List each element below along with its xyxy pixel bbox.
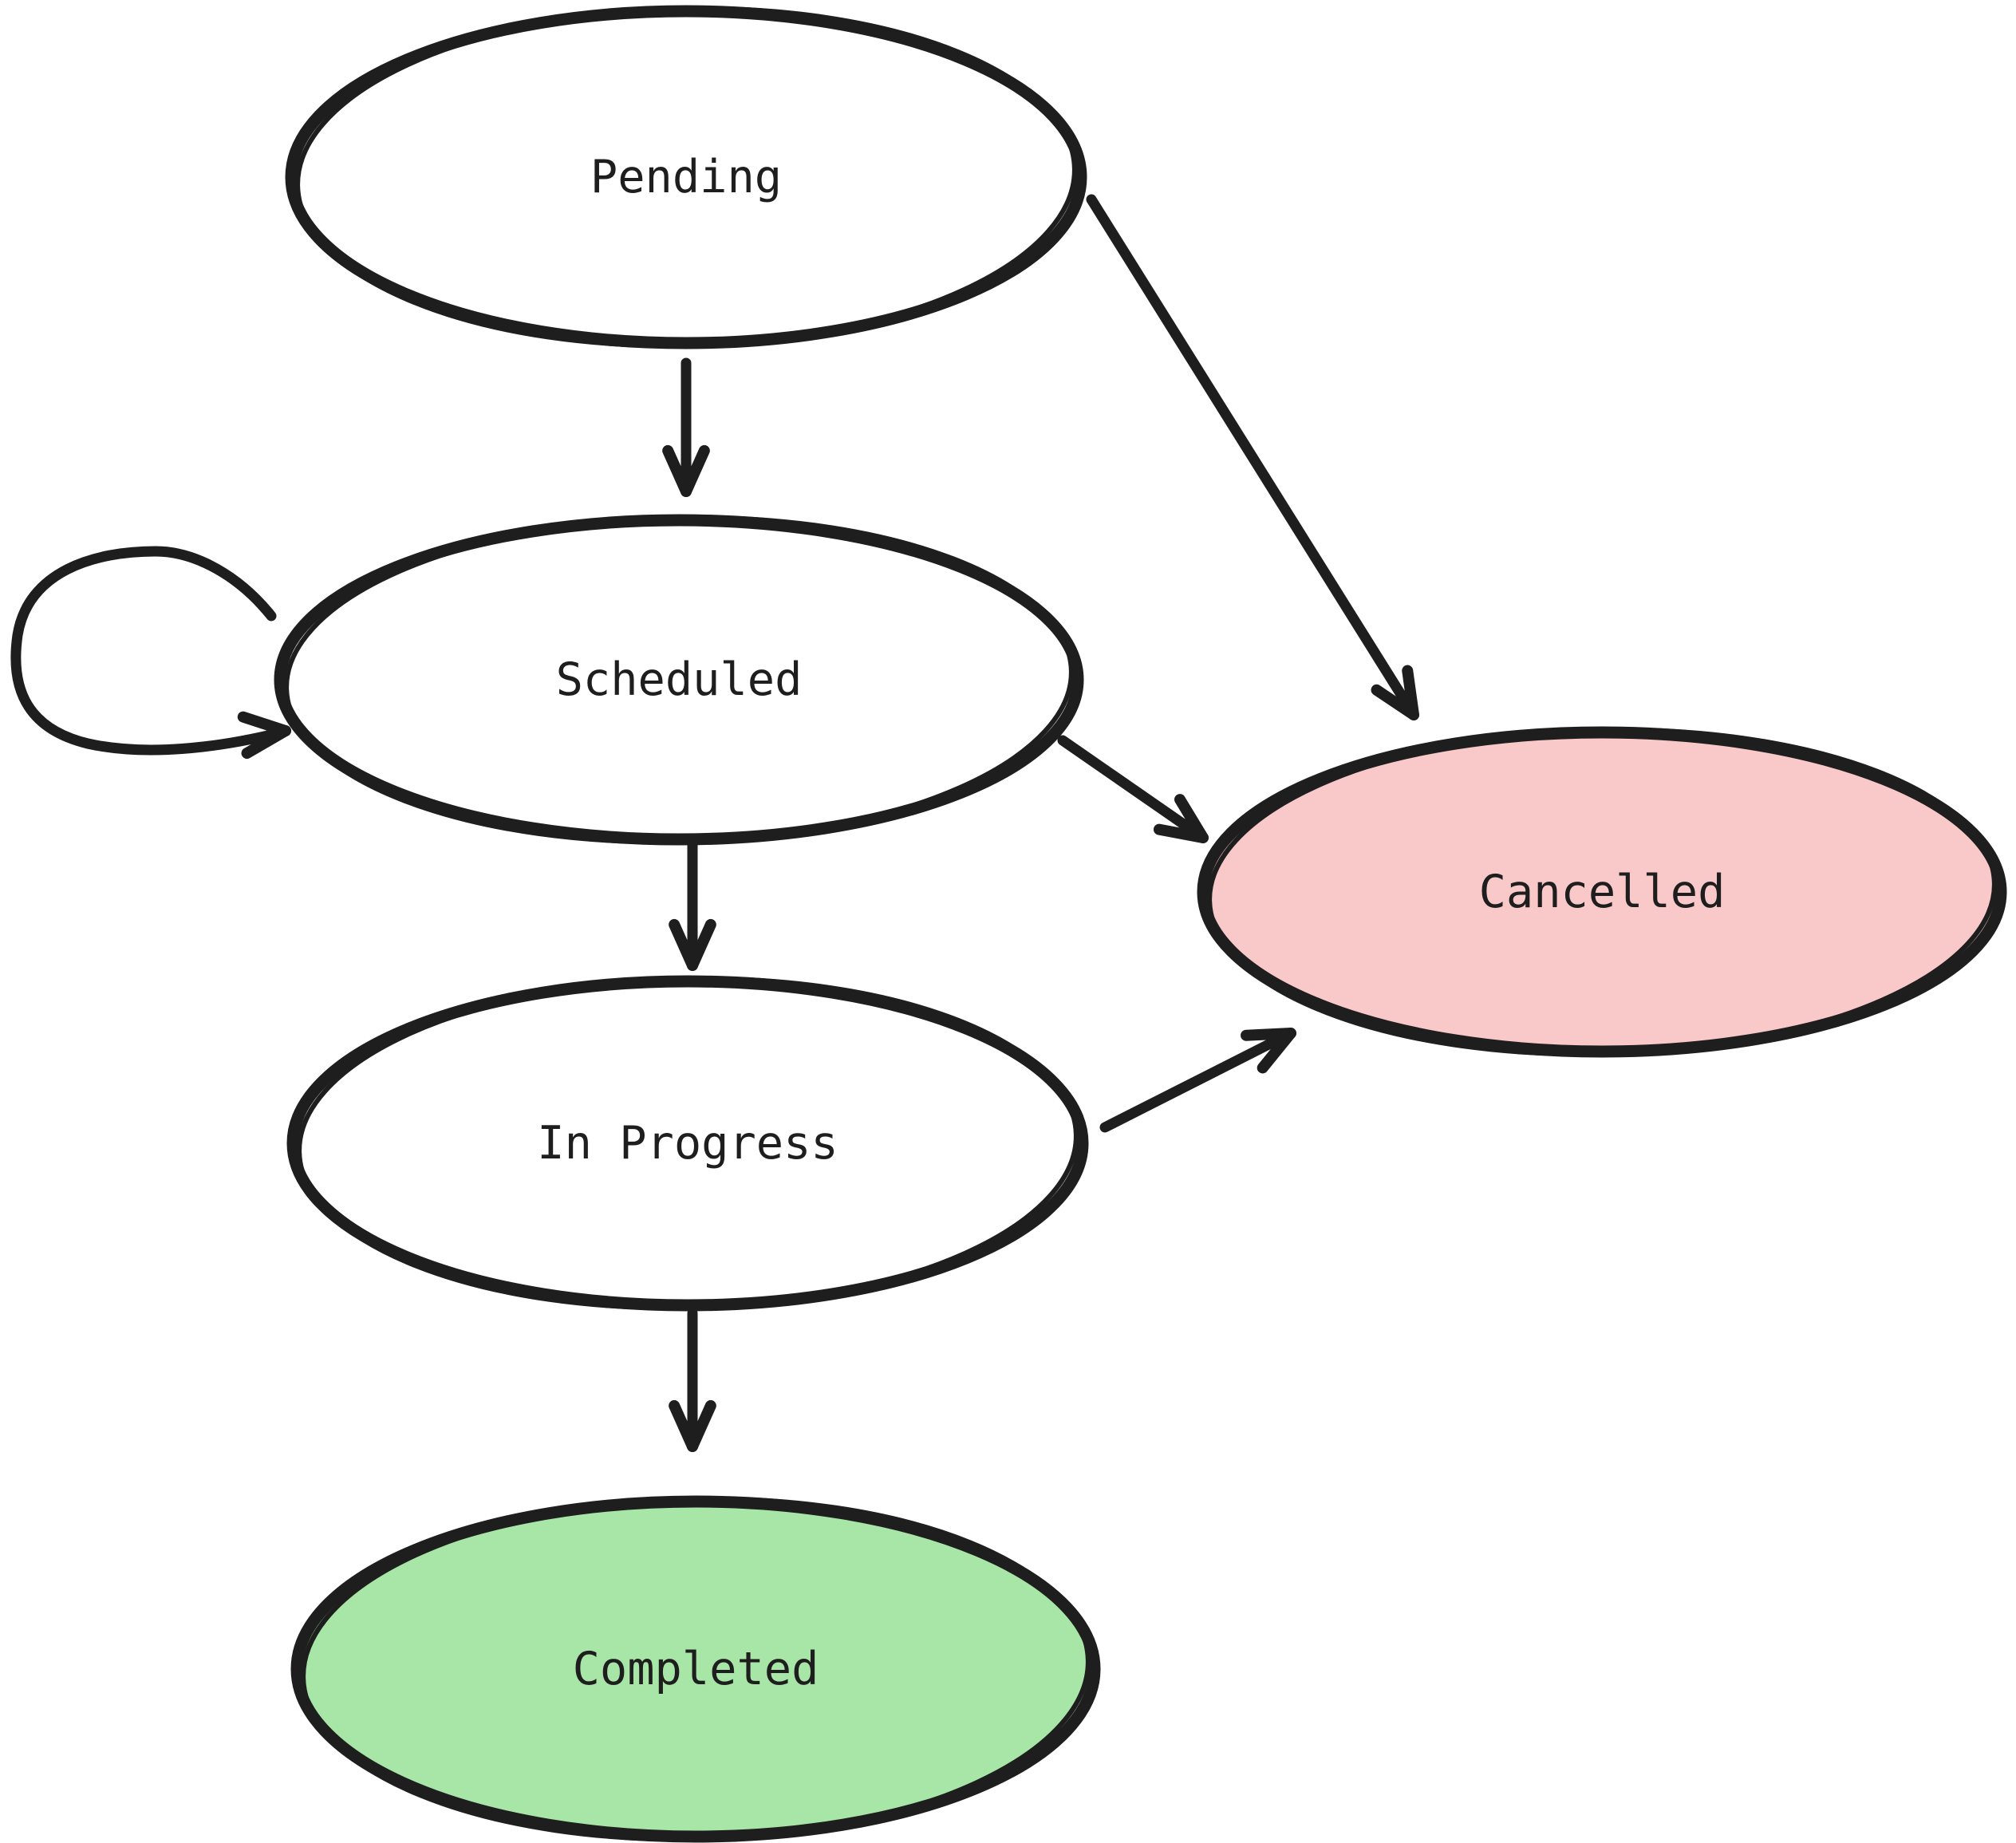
edge-pending-to-cancelled <box>1086 194 1419 720</box>
edge-in-progress-to-cancelled <box>1099 1028 1296 1133</box>
node-completed-label: Completed <box>573 1643 819 1695</box>
node-cancelled-label: Cancelled <box>1479 866 1726 918</box>
node-scheduled: Scheduled <box>274 514 1084 846</box>
edge-pending-to-scheduled-arrowhead <box>662 444 692 497</box>
node-cancelled-shape <box>1197 726 2007 1058</box>
node-in-progress-shape <box>286 975 1089 1312</box>
edge-scheduled-to-cancelled-arrowhead <box>1153 823 1209 843</box>
edge-in-progress-to-completed-arrowhead <box>669 1399 698 1452</box>
node-in-progress-label: In Progress <box>537 1117 838 1170</box>
edge-scheduled-to-in-progress <box>669 839 716 971</box>
node-completed-shape <box>290 1495 1101 1843</box>
edge-scheduled-self-loop-line <box>10 546 286 756</box>
edge-in-progress-to-cancelled-arrowhead <box>1257 1028 1296 1074</box>
node-pending: Pending <box>285 5 1087 349</box>
edge-in-progress-to-cancelled-line <box>1099 1028 1296 1133</box>
node-in-progress-shape-sketch <box>297 976 1079 1311</box>
edge-pending-to-cancelled-arrowhead <box>1371 684 1419 720</box>
node-completed-shape-sketch <box>301 1496 1091 1842</box>
edge-scheduled-to-cancelled <box>1057 735 1209 843</box>
node-cancelled-shape-sketch <box>1207 727 1997 1057</box>
node-pending-shape <box>285 5 1087 349</box>
node-scheduled-shape-sketch <box>284 515 1074 845</box>
edge-pending-to-cancelled-line <box>1086 194 1419 720</box>
edge-scheduled-self-loop-arrowhead <box>241 725 291 760</box>
node-cancelled: Cancelled <box>1197 726 2007 1058</box>
node-scheduled-label: Scheduled <box>556 653 803 706</box>
edge-in-progress-to-completed <box>669 1308 716 1452</box>
node-pending-label: Pending <box>590 151 782 203</box>
edge-scheduled-self-loop <box>10 546 291 760</box>
node-completed: Completed <box>290 1495 1101 1843</box>
edge-scheduled-to-in-progress-arrowhead <box>669 918 698 971</box>
node-scheduled-shape <box>274 514 1084 846</box>
node-pending-shape-sketch <box>295 6 1077 349</box>
edge-scheduled-to-cancelled-line <box>1057 735 1209 843</box>
edge-pending-to-scheduled <box>662 357 710 497</box>
node-in-progress: In Progress <box>286 975 1089 1312</box>
